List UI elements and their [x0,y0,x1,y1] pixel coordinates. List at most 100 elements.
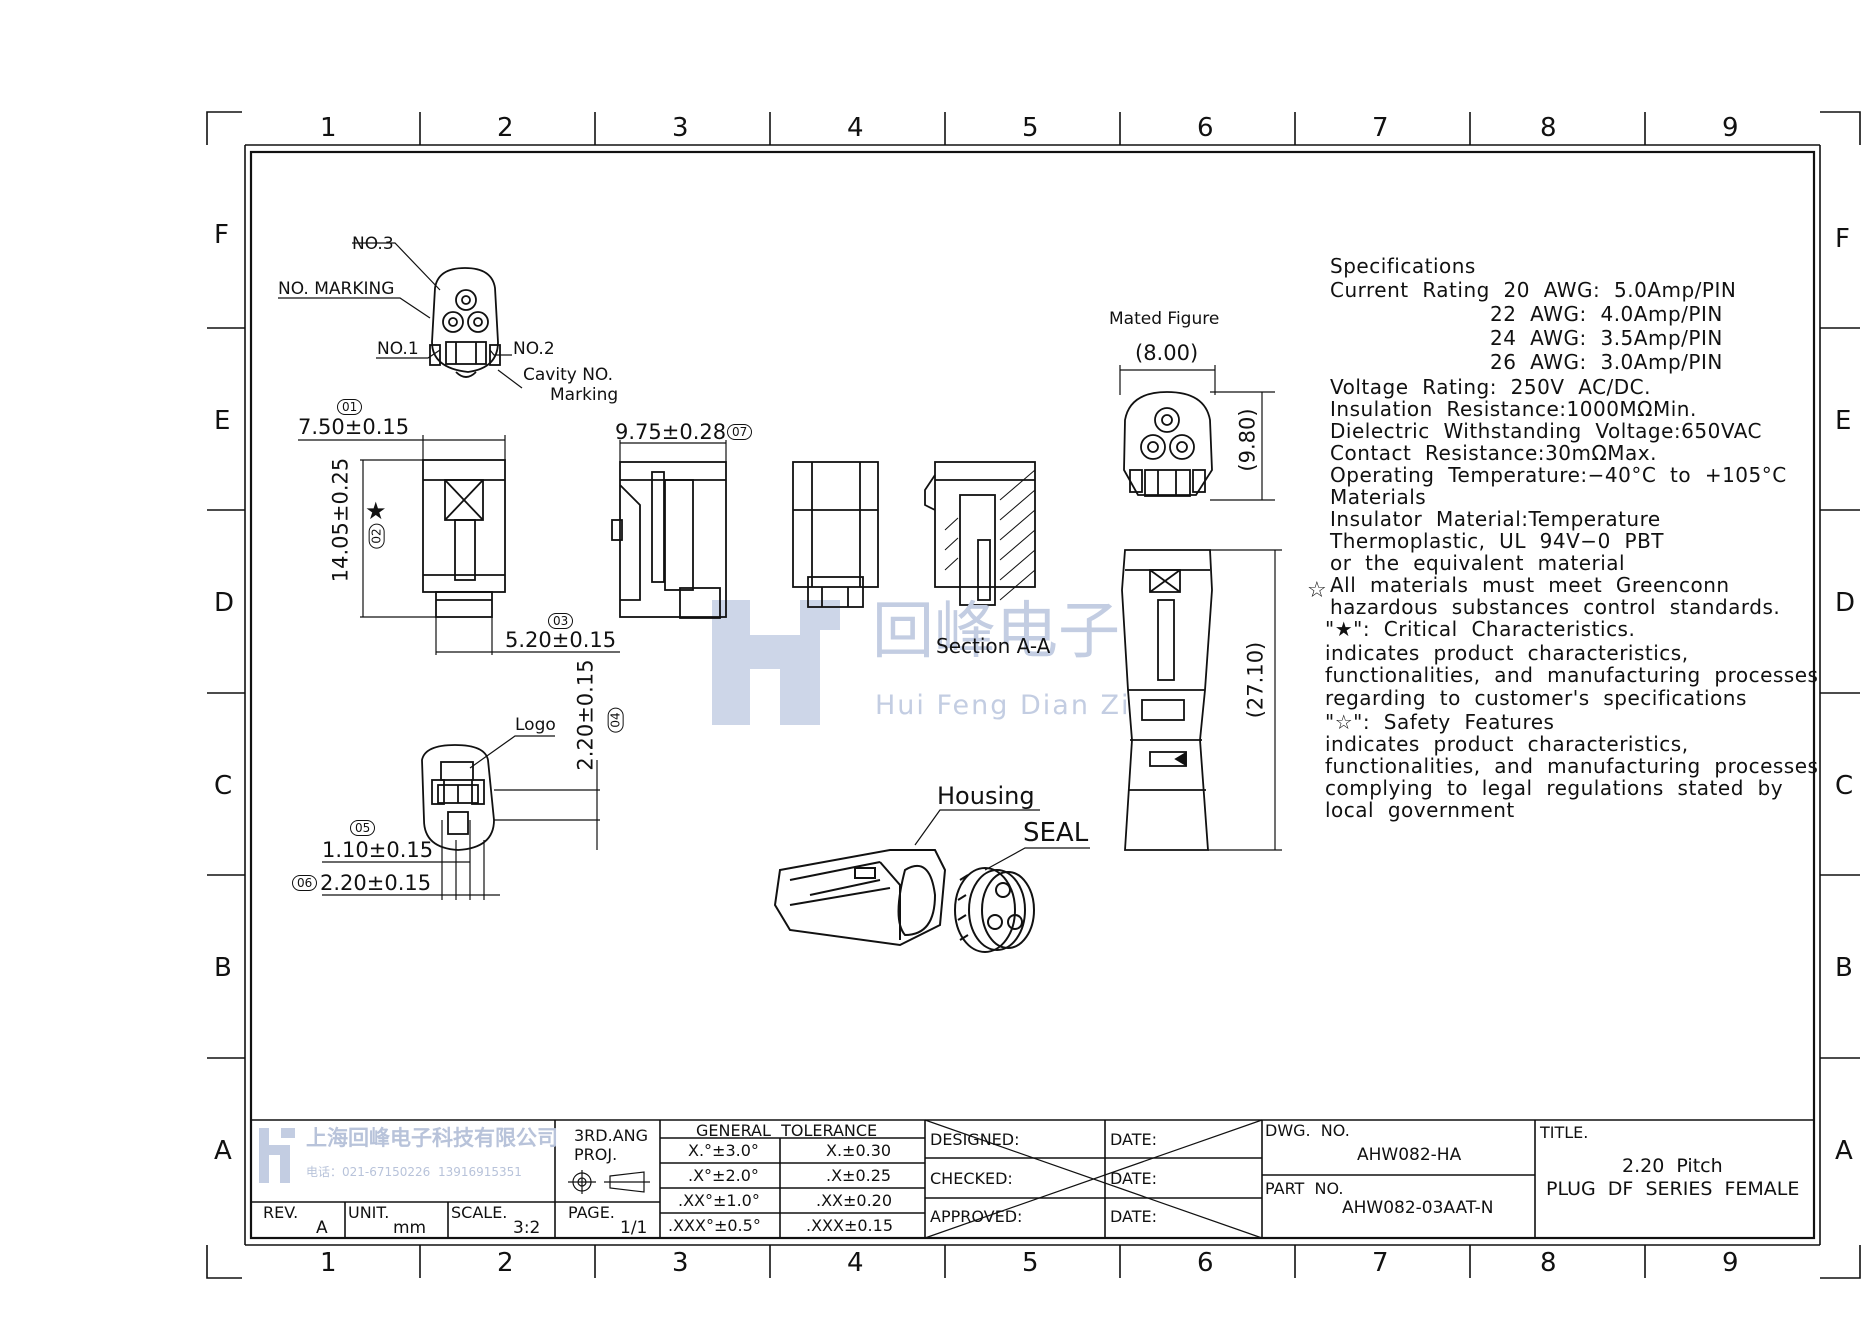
date-label-3: DATE: [1110,1207,1158,1226]
seal-3d [954,867,1035,953]
row-label-left-b: B [214,953,232,983]
unit-value: mm [393,1218,427,1238]
spec-line-16: "★": Critical Characteristics. [1325,617,1636,641]
projection-label-1: 3RD.ANG [574,1126,649,1145]
projection-symbol-icon [568,1170,650,1194]
col-label-top-9: 9 [1722,113,1739,143]
row-label-right-c: C [1835,771,1854,801]
spec-line-11: Insulator Material:Temperature [1330,507,1661,531]
dim-03-bubble: 03 [548,613,574,629]
dim-02-height: 14.05±0.25 [328,457,353,583]
spec-line-2: 22 AWG: 4.0Amp/PIN [1490,302,1723,326]
dim-01-bubble: 01 [337,399,363,415]
title-line-2: PLUG DF SERIES FEMALE [1546,1178,1800,1200]
part-no-label: PART NO. [1265,1179,1344,1198]
row-label-left-d: D [214,588,235,618]
row-label-left-f: F [214,220,229,250]
row-label-left-a: A [214,1136,232,1166]
part-no-value: AHW082-03AAT-N [1342,1198,1494,1218]
spec-line-14: All materials must meet Greenconn [1330,573,1730,597]
callout-no2: NO.2 [513,339,555,359]
spec-line-9: Operating Temperature:−40°C to +105°C [1330,463,1787,487]
spec-line-21: indicates product characteristics, [1325,732,1689,756]
tol-angle-2: .XX°±1.0° [678,1191,760,1210]
rev-label: REV. [263,1203,299,1222]
spec-line-0: Specifications [1330,254,1476,278]
side-view [422,459,506,618]
spec-line-12: Thermoplastic, UL 94V−0 PBT [1330,529,1665,553]
checked-label: CHECKED: [930,1169,1013,1188]
dim-05-width: 1.10±0.15 [322,838,434,862]
logo-view [421,744,495,851]
title-label: TITLE. [1540,1123,1589,1142]
spec-line-4: 26 AWG: 3.0Amp/PIN [1490,350,1723,374]
col-label-bottom-5: 5 [1022,1248,1039,1278]
dim-04-height: 2.20±0.15 [573,659,598,771]
row-label-right-d: D [1835,588,1856,618]
dwg-no-value: AHW082-HA [1357,1145,1462,1165]
housing-3d [773,849,947,947]
spec-line-18: functionalities, and manufacturing proce… [1325,663,1819,687]
row-label-left-c: C [214,771,233,801]
col-label-bottom-2: 2 [497,1248,514,1278]
dwg-no-label: DWG. NO. [1265,1121,1350,1140]
spec-line-1: Current Rating 20 AWG: 5.0Amp/PIN [1330,278,1737,302]
callout-logo: Logo [515,715,556,735]
col-label-bottom-7: 7 [1372,1248,1389,1278]
col-label-top-6: 6 [1197,113,1214,143]
tol-linear-3: .XXX±0.15 [806,1216,893,1235]
tol-linear-0: X.±0.30 [826,1141,892,1160]
spec-line-17: indicates product characteristics, [1325,641,1689,665]
col-label-bottom-6: 6 [1197,1248,1214,1278]
unit-label: UNIT. [348,1203,390,1222]
dim-mated-length: (27.10) [1243,641,1268,719]
spec-line-24: local government [1325,798,1515,822]
date-label-2: DATE: [1110,1169,1158,1188]
spec-line-7: Dielectric Withstanding Voltage:650VAC [1330,419,1763,443]
row-label-right-b: B [1835,953,1853,983]
spec-line-15: hazardous substances control standards. [1330,595,1781,619]
col-label-bottom-1: 1 [320,1248,337,1278]
spec-line-8: Contact Resistance:30mΩMax. [1330,441,1657,465]
col-label-top-5: 5 [1022,113,1039,143]
mated-side-view [1121,549,1213,851]
tol-linear-1: .X±0.25 [826,1166,892,1185]
callout-no1: NO.1 [377,339,419,359]
callout-no3: NO.3 [352,234,394,254]
page-value: 1/1 [620,1218,648,1238]
tol-angle-1: .X°±2.0° [688,1166,759,1185]
tol-linear-2: .XX±0.20 [816,1191,893,1210]
spec-line-6: Insulation Resistance:1000MΩMin. [1330,397,1697,421]
dim-mated-width: (8.00) [1135,341,1199,365]
col-label-bottom-9: 9 [1722,1248,1739,1278]
housing-label: Housing [937,782,1035,810]
watermark-cn: 回峰电子 [872,594,1121,667]
col-label-bottom-3: 3 [672,1248,689,1278]
page-label: PAGE. [568,1203,615,1222]
col-label-top-7: 7 [1372,113,1389,143]
rev-value: A [316,1218,328,1238]
callout-cavity-1: Cavity NO. [523,365,614,385]
mated-front-view [1123,391,1213,497]
col-label-bottom-8: 8 [1540,1248,1557,1278]
row-label-right-e: E [1835,406,1852,436]
dim-06-bubble: 06 [292,875,318,891]
front-face-view [429,267,501,378]
tol-angle-3: .XXX°±0.5° [668,1216,761,1235]
spec-line-19: regarding to customer's specifications [1325,686,1747,710]
col-label-bottom-4: 4 [847,1248,864,1278]
section-label: Section A-A [936,634,1051,658]
company-phone: 电话：021-67150226 13916915351 [306,1165,522,1179]
spec-line-20: "☆": Safety Features [1325,710,1555,734]
dim-07-width: 9.75±0.28 [615,420,727,444]
dim-02-bubble: 02 [368,523,385,549]
col-label-top-1: 1 [320,113,337,143]
title-block [251,1119,1814,1239]
col-label-top-8: 8 [1540,113,1557,143]
dim-06-width: 2.20±0.15 [320,871,432,895]
designed-label: DESIGNED: [930,1130,1020,1149]
title-line-1: 2.20 Pitch [1622,1155,1723,1177]
approved-label: APPROVED: [930,1207,1023,1226]
watermark-logo [712,600,840,725]
callout-no-marking: NO. MARKING [278,279,395,299]
